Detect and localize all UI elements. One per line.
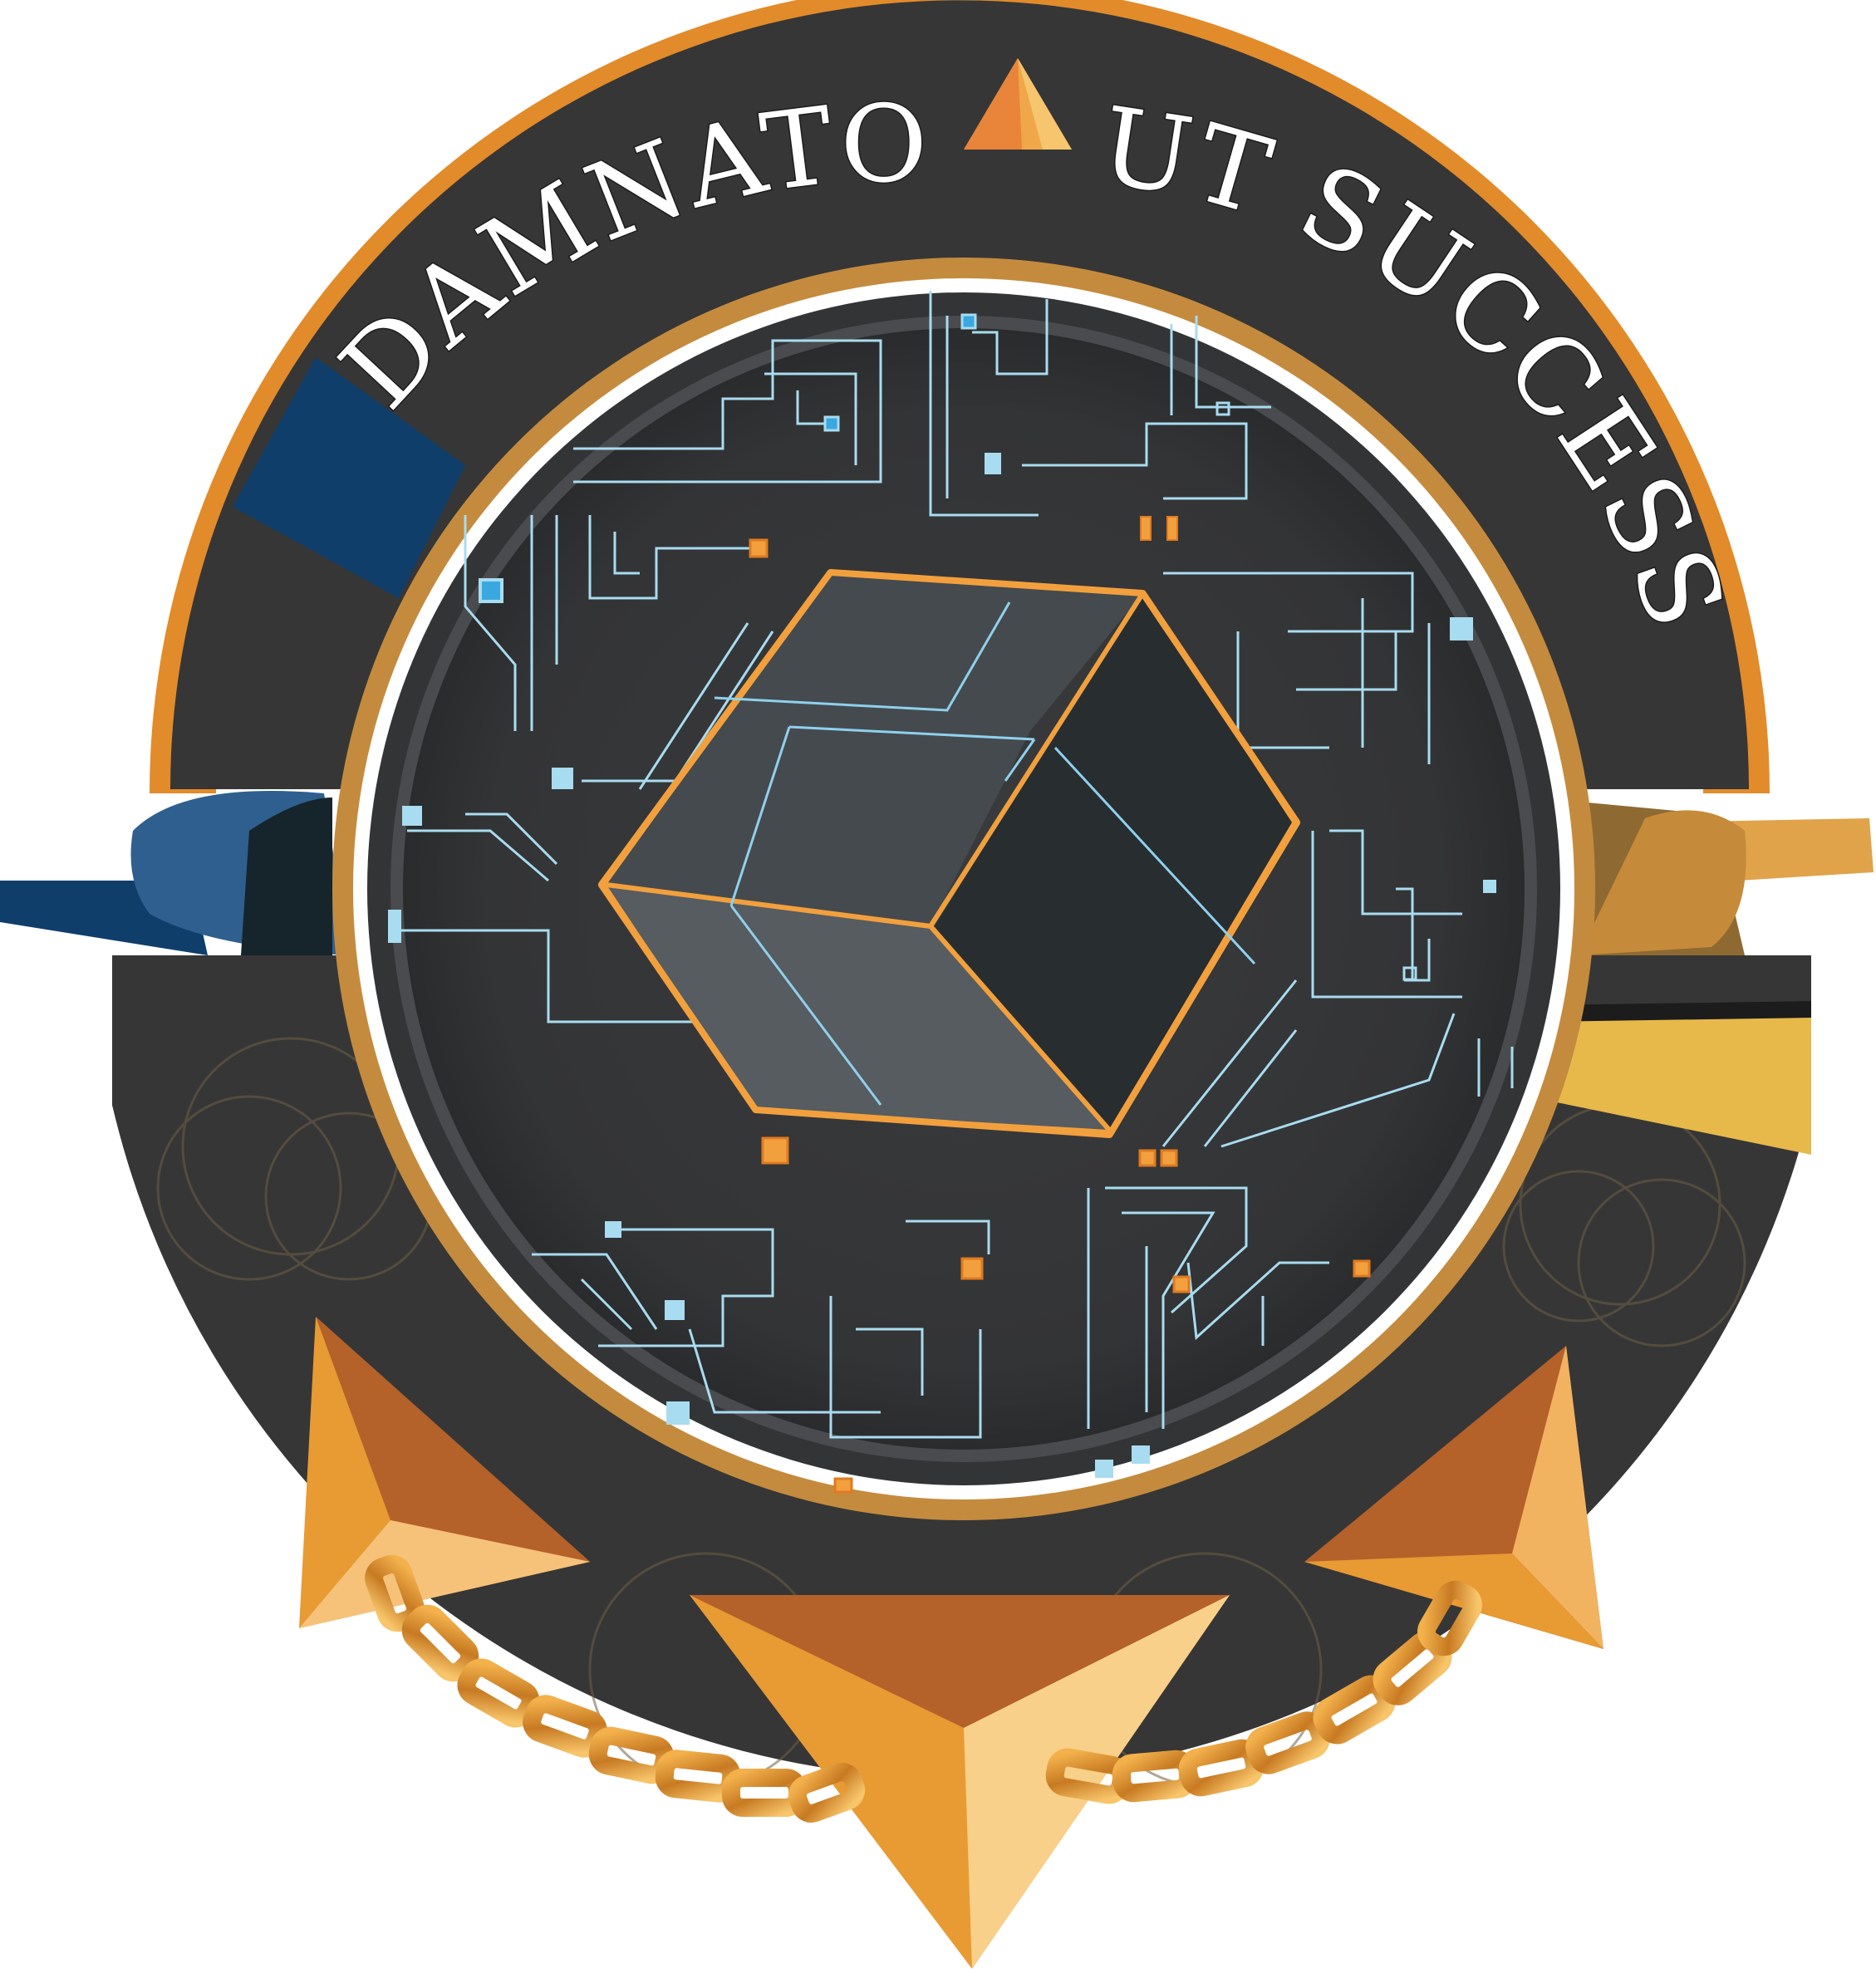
triangle-icon xyxy=(964,58,1072,150)
hexagonal-cube-icon xyxy=(598,569,1300,1138)
circuit-pads xyxy=(388,313,1496,1494)
gold-ribbon-icon xyxy=(1529,802,1874,1155)
chain-icon xyxy=(365,1554,1482,1823)
blue-ribbon-icon xyxy=(0,357,465,955)
spike-icon xyxy=(299,1317,1603,1969)
